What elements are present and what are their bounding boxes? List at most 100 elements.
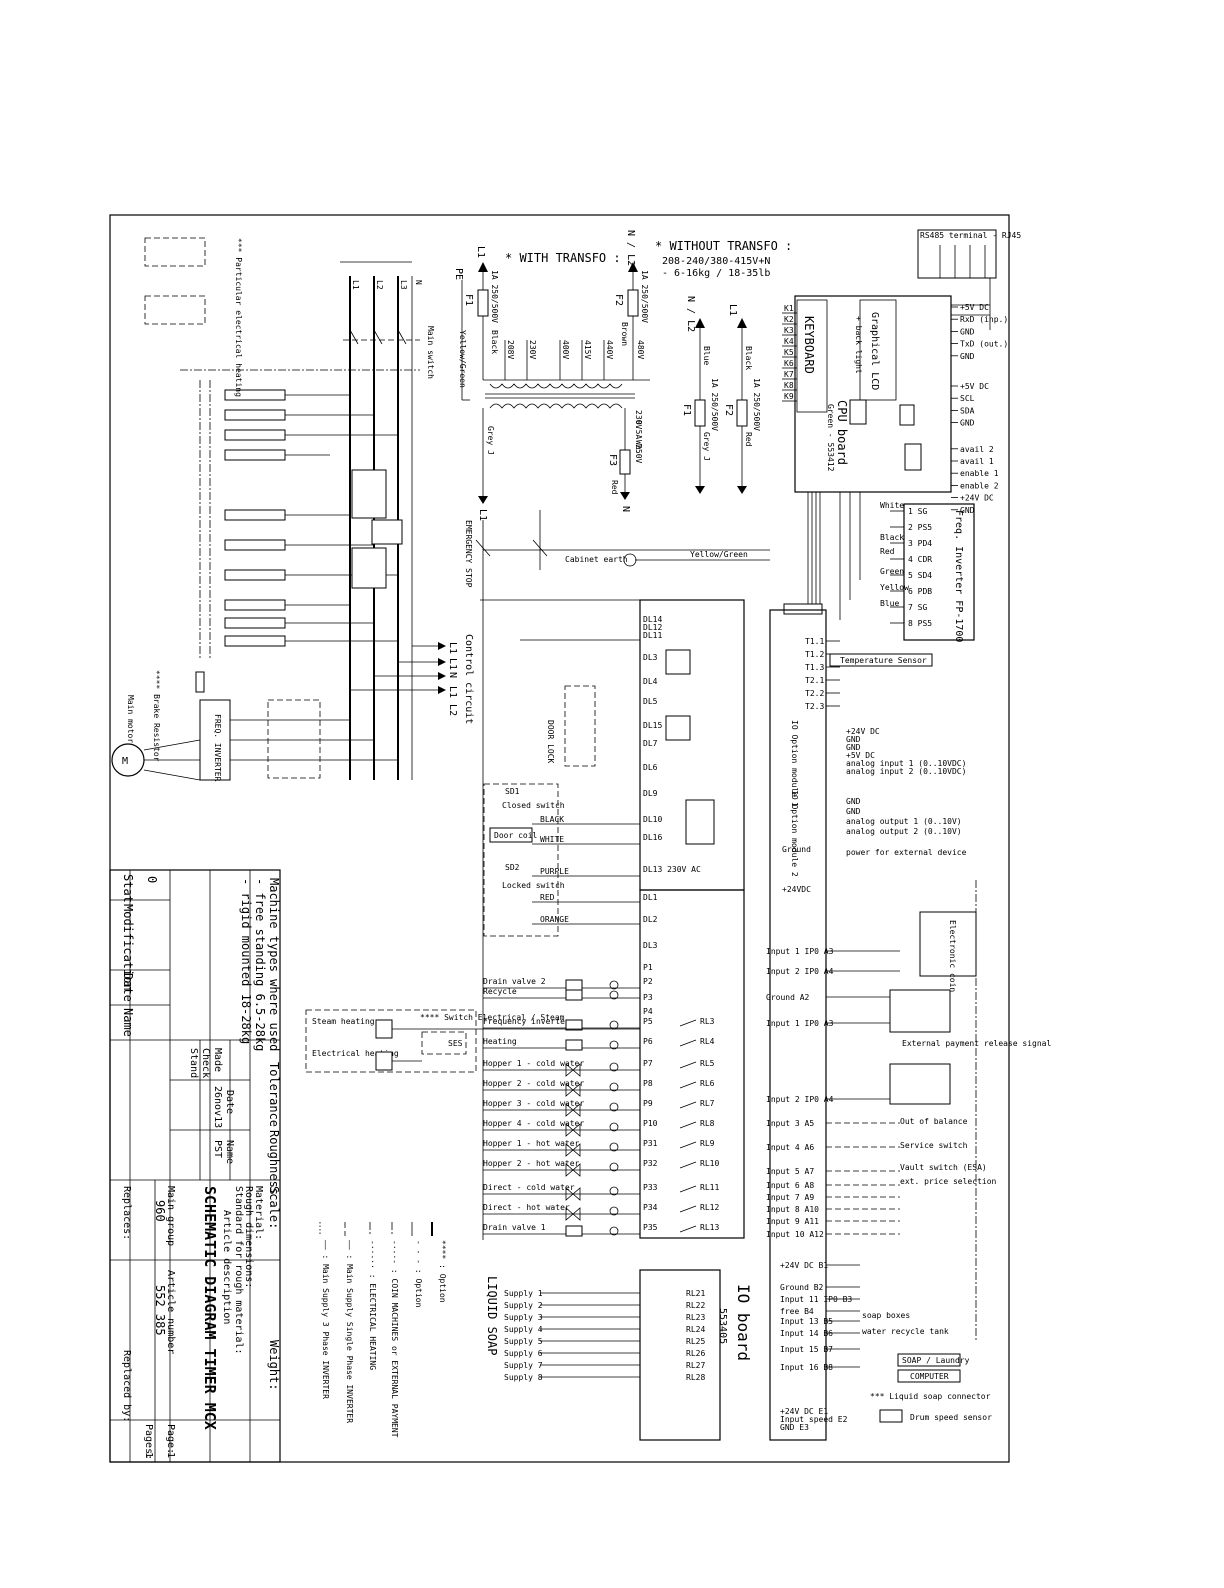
- load-coil-box: [565, 989, 583, 1001]
- inverter-wire-label: Blue: [880, 599, 899, 608]
- solenoid-valve-symbol: [565, 1063, 581, 1077]
- door-lock-label: DOOR LOCK: [546, 720, 555, 764]
- io-t-pin-label: T2.1: [805, 676, 824, 685]
- out-balance-label: Out of balance: [900, 1117, 968, 1126]
- p-relay-label: RL6: [700, 1079, 715, 1088]
- relay-contact-line: [679, 1205, 697, 1213]
- machine-type-1: - free standing 6.5-28kg: [253, 878, 267, 1051]
- p-pin-label: P32: [643, 1159, 658, 1168]
- tap-label: 480V: [636, 340, 645, 359]
- load-label: Hopper 1 - cold water: [483, 1059, 584, 1068]
- door-wire-color: WHITE: [540, 835, 564, 844]
- cpu-board-box: [794, 295, 952, 493]
- io-b-input-label: Input 13 B5: [780, 1317, 833, 1326]
- io-h-label: analog output 1 (0..10V): [846, 817, 962, 826]
- p-pin-label: P3: [643, 993, 653, 1002]
- load-terminal-circle: [609, 1186, 619, 1196]
- inverter-pin-label: 3 PD4: [908, 539, 932, 548]
- steam-heating-label: Steam heating: [312, 1017, 375, 1026]
- dl-label: DL6: [643, 763, 658, 772]
- legend-item: —— : Main Supply Single Phase INVERTER: [345, 1240, 354, 1423]
- dl-label: DL12: [643, 623, 662, 632]
- title-block: Machine types where used - free standing…: [109, 869, 281, 1463]
- inverter-pin-label: 1 SG: [908, 507, 927, 516]
- load-label: Hopper 3 - cold water: [483, 1099, 584, 1108]
- inverter-wire-label: Green: [880, 567, 904, 576]
- main-group-label: Main group: [165, 1186, 176, 1246]
- relay-contact-line: [679, 1039, 697, 1047]
- cabinet-earth-label: Cabinet earth: [565, 555, 628, 564]
- cpu-pin-label: GND: [960, 419, 975, 428]
- soap-relay-label: RL24: [686, 1325, 705, 1334]
- heating-contactor-1: [351, 469, 387, 519]
- dl-label: DL15: [643, 721, 662, 730]
- io-input-label: Input 2 IP0 A4: [766, 967, 834, 976]
- control-line-label: N: [447, 672, 458, 678]
- transformer-section: * WITH TRANSFO : * WITHOUT TRANSFO : 208…: [453, 230, 792, 521]
- coin-label: Electronic coin: [948, 920, 957, 992]
- inverter-wire-label: Yellow: [880, 583, 909, 592]
- rs485-terminal: [917, 229, 997, 279]
- n-l2-label: N / L2: [685, 296, 696, 332]
- door-wire-color: ORANGE: [540, 915, 569, 924]
- io-b-input-label: Input 16 B8: [780, 1363, 833, 1372]
- cabinet-earth-symbol: [623, 553, 637, 567]
- fuse-f1-alt-rating: 1A 250/500V: [710, 378, 719, 431]
- door-wire-color: RED: [540, 893, 555, 902]
- relay-contact-line: [679, 1121, 697, 1129]
- soap-laundry-box: [897, 1353, 961, 1367]
- fuse-f3: [619, 449, 631, 475]
- roughness-label: Roughness: [267, 1130, 281, 1195]
- p-pin-label: P31: [643, 1139, 658, 1148]
- mains-label: L3: [399, 280, 408, 290]
- p-pin-label: P6: [643, 1037, 653, 1046]
- mains-label: L1: [351, 280, 360, 290]
- dl-label: DL3: [643, 941, 658, 950]
- lcd-sub-label: + back light: [854, 316, 863, 374]
- soap-relay-label: RL25: [686, 1337, 705, 1346]
- revision-zero: 0: [145, 876, 159, 883]
- steam-option-box: [305, 1009, 477, 1073]
- out-l1-label: L1: [477, 509, 488, 521]
- dl-label: DL14: [643, 615, 662, 624]
- p-pin-label: P8: [643, 1079, 653, 1088]
- io-input-label: Input 7 A9: [766, 1193, 814, 1202]
- cpu-pin-label: +5V DC: [960, 303, 989, 312]
- pages-value: 1: [143, 1452, 154, 1458]
- ext-payment-box-2: [889, 1063, 951, 1105]
- main-motor-label: Main motor: [126, 695, 135, 743]
- k-pin-label: K5: [784, 348, 794, 357]
- mains-label: L2: [375, 280, 384, 290]
- dl-label: DL10: [643, 815, 662, 824]
- solenoid-valve-symbol: [565, 1187, 581, 1201]
- inverter-wire-label: Red: [880, 547, 895, 556]
- soap-relay-box: [639, 1269, 721, 1441]
- io-input-label: Input 1 IP0 A3: [766, 947, 834, 956]
- door-wire-color: PURPLE: [540, 867, 569, 876]
- soap-supply-label: Supply 7: [504, 1361, 543, 1370]
- p-pin-label: P10: [643, 1119, 658, 1128]
- tap-label: 415V: [583, 340, 592, 359]
- io-e-label: GND E3: [780, 1423, 809, 1432]
- stand-label: Stand: [188, 1048, 199, 1078]
- io-b-input-label: free B4: [780, 1307, 814, 1316]
- load-terminal-circle: [609, 1162, 619, 1172]
- computer-box: [897, 1369, 961, 1383]
- standard-label: Standard for rough material:: [233, 1186, 244, 1355]
- mains-label: N: [414, 280, 423, 285]
- fuse-f2-rating: 1A 250/500V: [640, 270, 649, 323]
- stat-label: Stat: [121, 874, 135, 903]
- scale-label: Scale:: [267, 1186, 281, 1229]
- k-pin-label: K7: [784, 370, 794, 379]
- soap-supply-label: Supply 5: [504, 1337, 543, 1346]
- relay-contact-line: [679, 1185, 697, 1193]
- l2-top-label: N / L2: [625, 230, 636, 266]
- p-relay-label: RL10: [700, 1159, 719, 1168]
- page-value: 1: [165, 1452, 176, 1458]
- no-transfo-section: N / L2 L1 Blue Black F1 F2 1A 250/500V 1…: [681, 296, 761, 494]
- load-label: Heating: [483, 1037, 517, 1046]
- aux-relay-1: [665, 649, 691, 675]
